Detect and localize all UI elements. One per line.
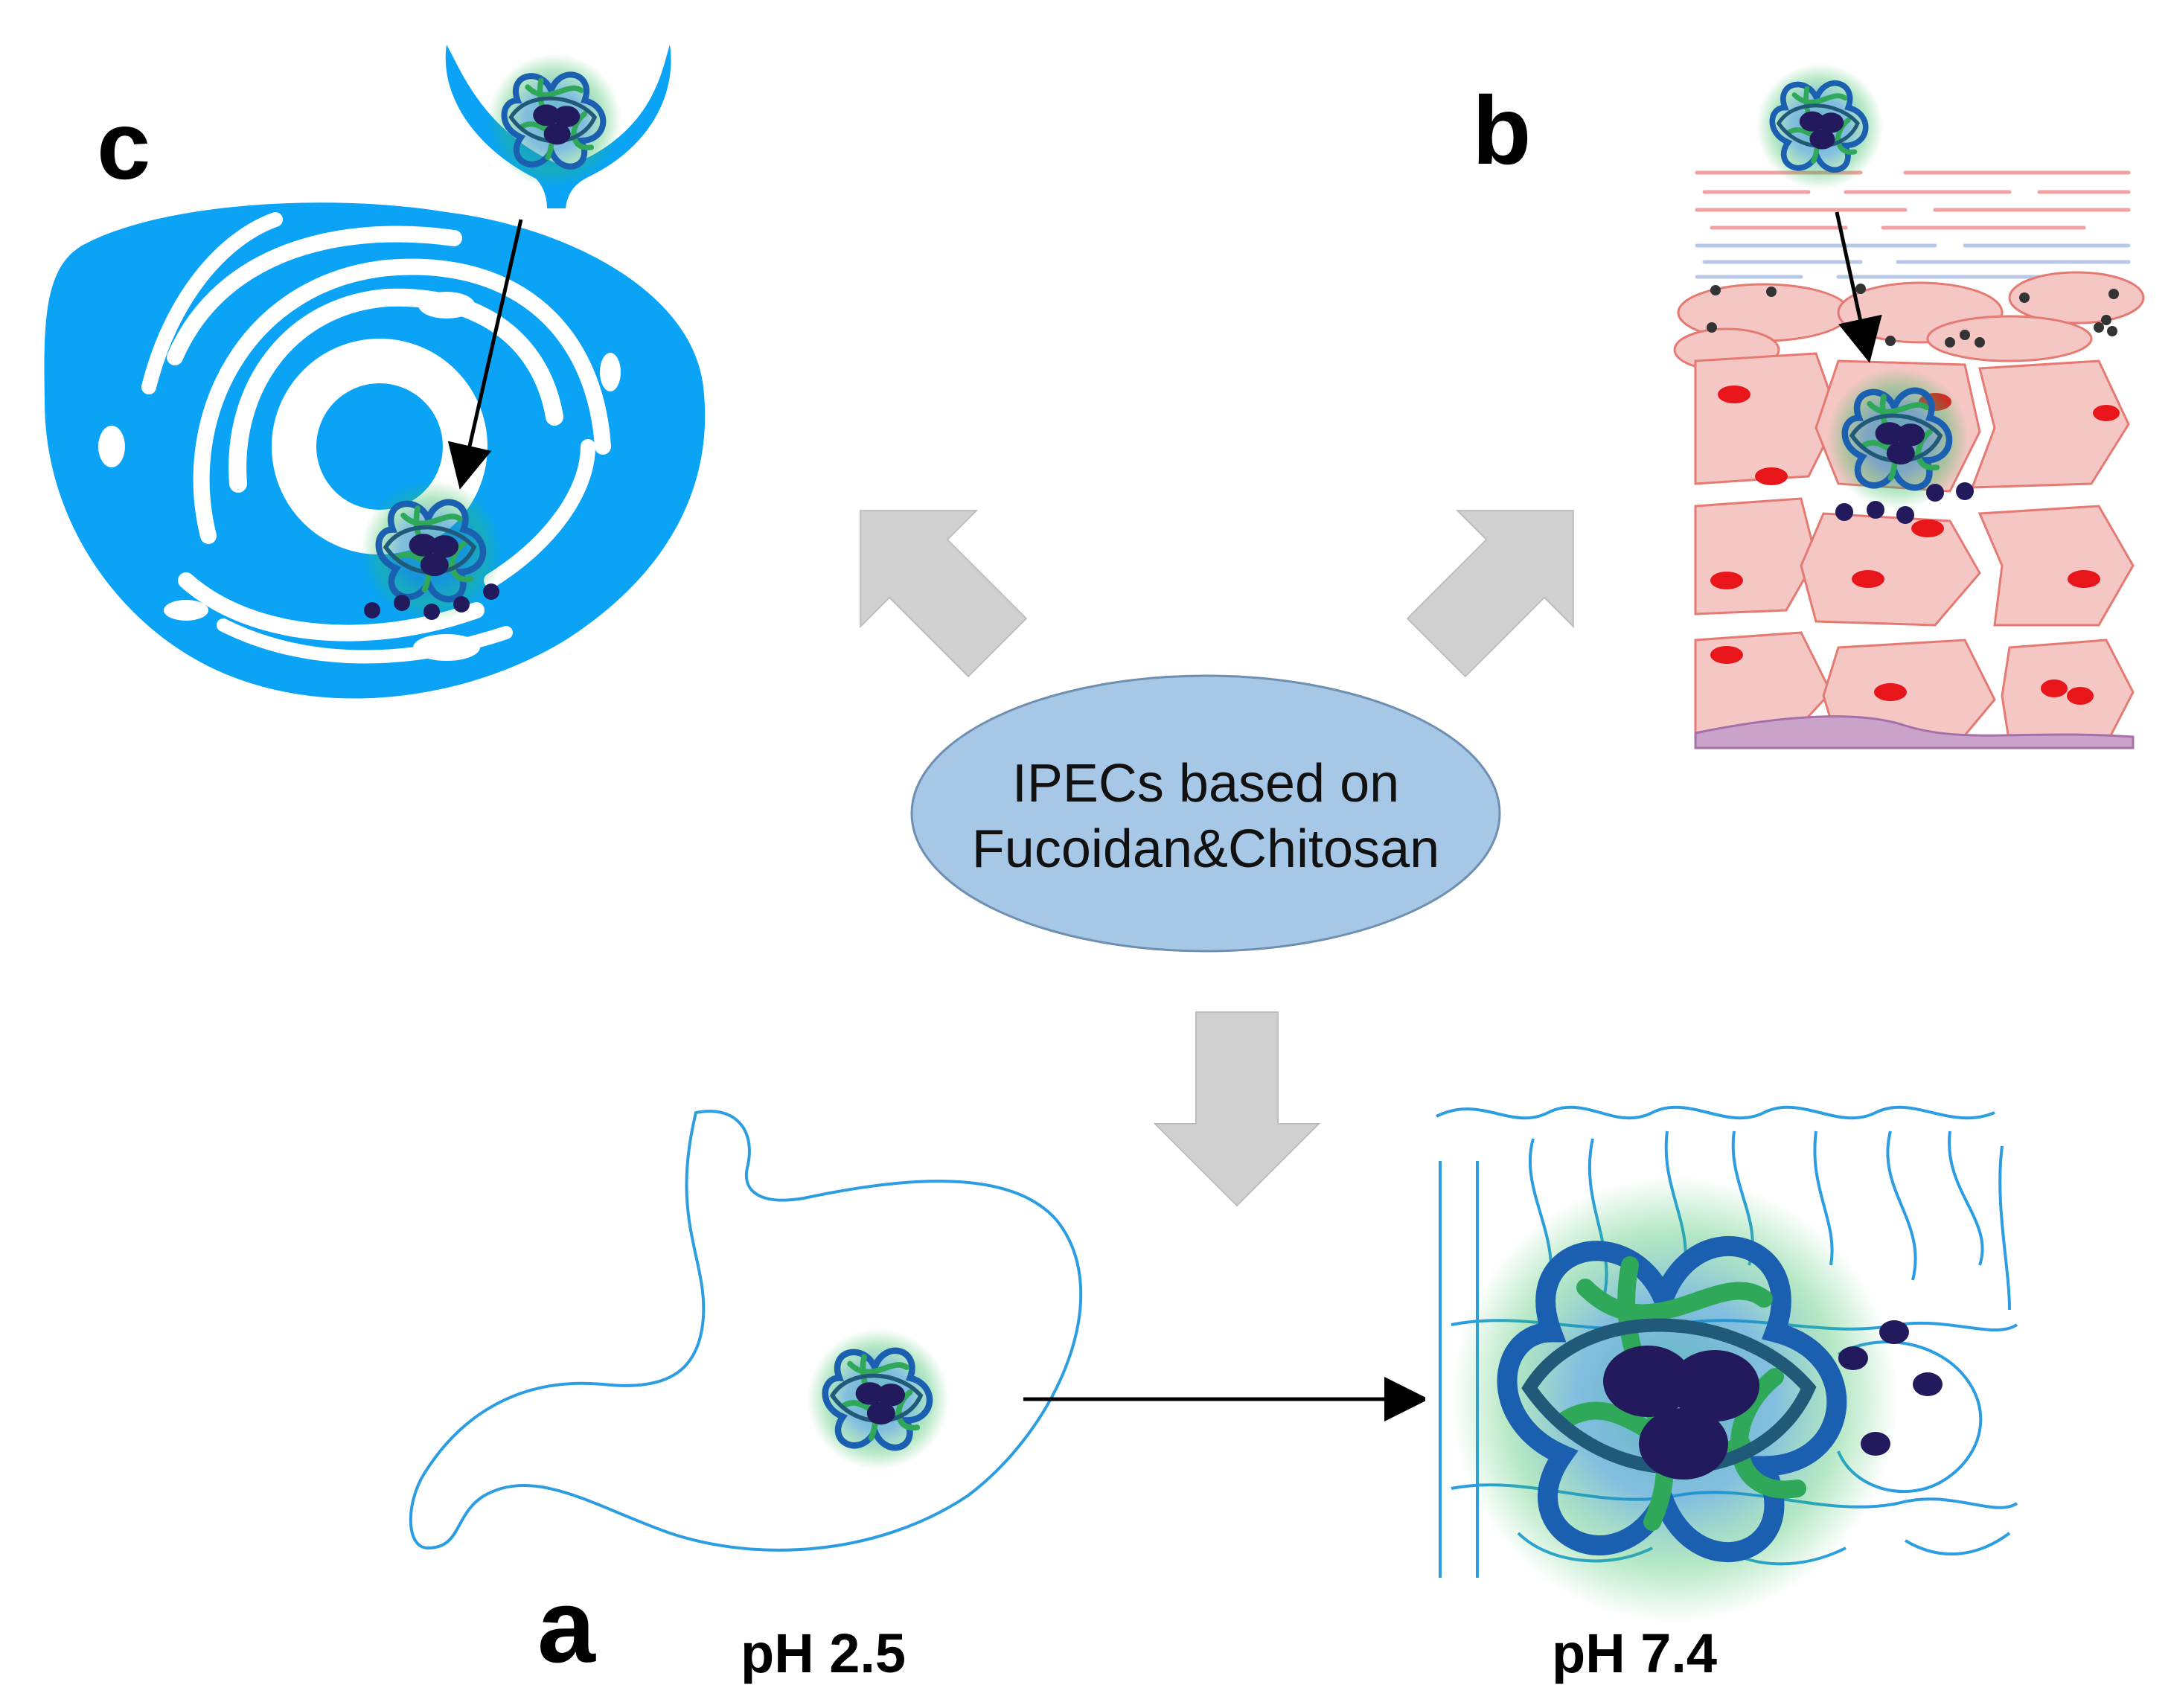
complex-particle-icon [487, 54, 621, 188]
released-payload [364, 583, 499, 620]
complex-particle-icon [361, 480, 502, 621]
stomach-icon [409, 1110, 1083, 1552]
ph-label-stomach: pH 2.5 [741, 1622, 907, 1684]
big-arrow-icon [1378, 452, 1632, 706]
complex-particle-icon [808, 1328, 949, 1470]
center-label: IPECs based on Fucoidan&Chitosan [908, 752, 1503, 883]
center-ellipse [910, 674, 1501, 953]
big-arrow-icon [802, 452, 1056, 706]
uptake-arrow-tissue [1835, 211, 1882, 363]
center-label-line1: IPECs based on [1011, 754, 1400, 813]
panel-label-a: a [537, 1567, 595, 1684]
cell-icon [44, 45, 706, 699]
center-label-line2: Fucoidan&Chitosan [971, 819, 1440, 879]
complex-particle-icon [1756, 63, 1883, 190]
released-payload [1838, 1320, 1943, 1456]
panel-label-b: b [1472, 76, 1532, 185]
uptake-arrow-cell [447, 219, 523, 490]
panel-label-c: c [97, 91, 151, 199]
complex-particle-icon [1827, 368, 1969, 510]
released-payload [1835, 482, 1974, 524]
complex-particle-icon [1451, 1176, 1898, 1622]
ph-label-intestine: pH 7.4 [1552, 1622, 1718, 1684]
big-arrow-icon [1154, 1011, 1320, 1206]
